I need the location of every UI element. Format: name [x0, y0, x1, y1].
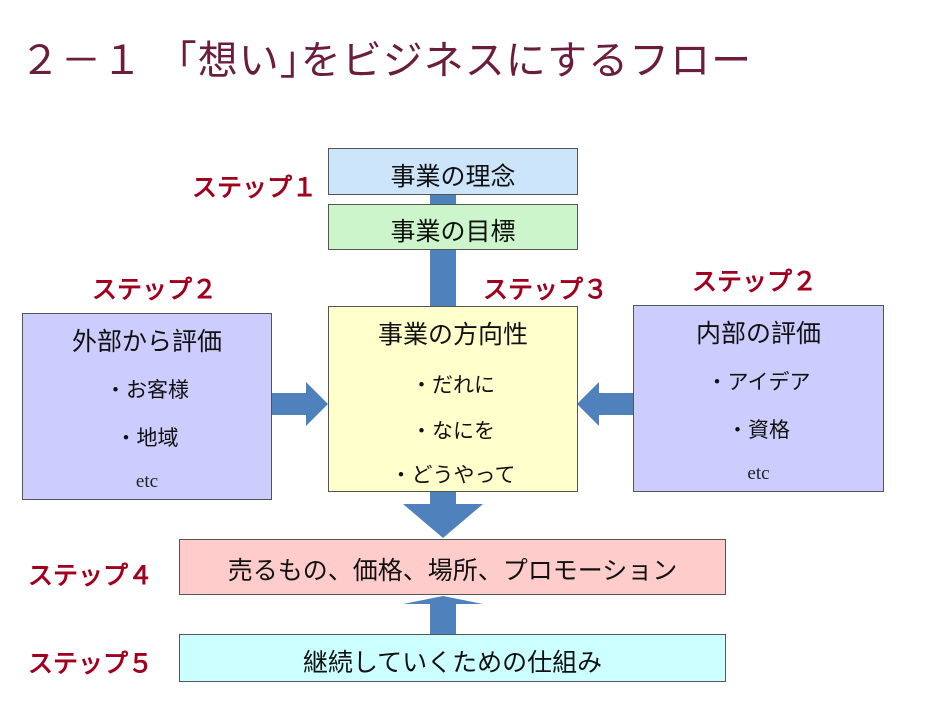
goal-to-direction-connector — [430, 248, 456, 308]
step4-label: ステップ４ — [28, 561, 154, 590]
direction-box: 事業の方向性 ・だれに ・なにを ・どうやって — [328, 306, 578, 492]
internal-evaluation-box: 内部の評価 ・アイデア ・資格 etc — [633, 305, 884, 492]
step3-label: ステップ３ — [483, 275, 609, 304]
marketing-mix-label: 売るもの、価格、場所、プロモーション — [227, 556, 678, 585]
direction-item-how: ・どうやって — [390, 463, 516, 487]
direction-item-what: ・なにを — [411, 419, 495, 443]
page-title: ２－１ 「想い｣をビジネスにするフロー — [20, 38, 753, 84]
external-etc: etc — [135, 471, 159, 492]
step2-right-label: ステップ２ — [692, 267, 818, 296]
external-item-region: ・地域 — [115, 426, 179, 450]
goal-label: 事業の目標 — [390, 217, 516, 246]
external-evaluation-box: 外部から評価 ・お客様 ・地域 etc — [22, 313, 272, 500]
external-item-customers: ・お客様 — [105, 378, 189, 402]
philosophy-to-goal-connector — [430, 194, 456, 206]
internal-item-ideas: ・アイデア — [706, 370, 811, 394]
goal-box: 事業の目標 — [328, 204, 578, 250]
external-to-direction-arrow — [272, 382, 328, 426]
philosophy-label: 事業の理念 — [390, 162, 516, 191]
internal-evaluation-heading: 内部の評価 — [695, 319, 821, 348]
sustain-box: 継続していくための仕組み — [179, 634, 726, 682]
step2-left-label: ステップ２ — [92, 275, 218, 304]
direction-to-marketing-arrow — [403, 492, 483, 538]
step1-label: ステップ１ — [192, 173, 318, 202]
sustain-label: 継続していくための仕組み — [302, 648, 603, 677]
internal-to-direction-arrow — [577, 382, 633, 426]
step5-label: ステップ５ — [28, 649, 154, 678]
marketing-mix-box: 売るもの、価格、場所、プロモーション — [179, 539, 726, 595]
direction-item-who: ・だれに — [411, 373, 495, 397]
direction-heading: 事業の方向性 — [377, 320, 528, 349]
sustain-to-marketing-arrow — [403, 596, 483, 634]
internal-item-qualifications: ・資格 — [727, 418, 790, 442]
internal-etc: etc — [747, 463, 770, 484]
philosophy-box: 事業の理念 — [328, 148, 578, 195]
external-evaluation-heading: 外部から評価 — [71, 327, 222, 356]
